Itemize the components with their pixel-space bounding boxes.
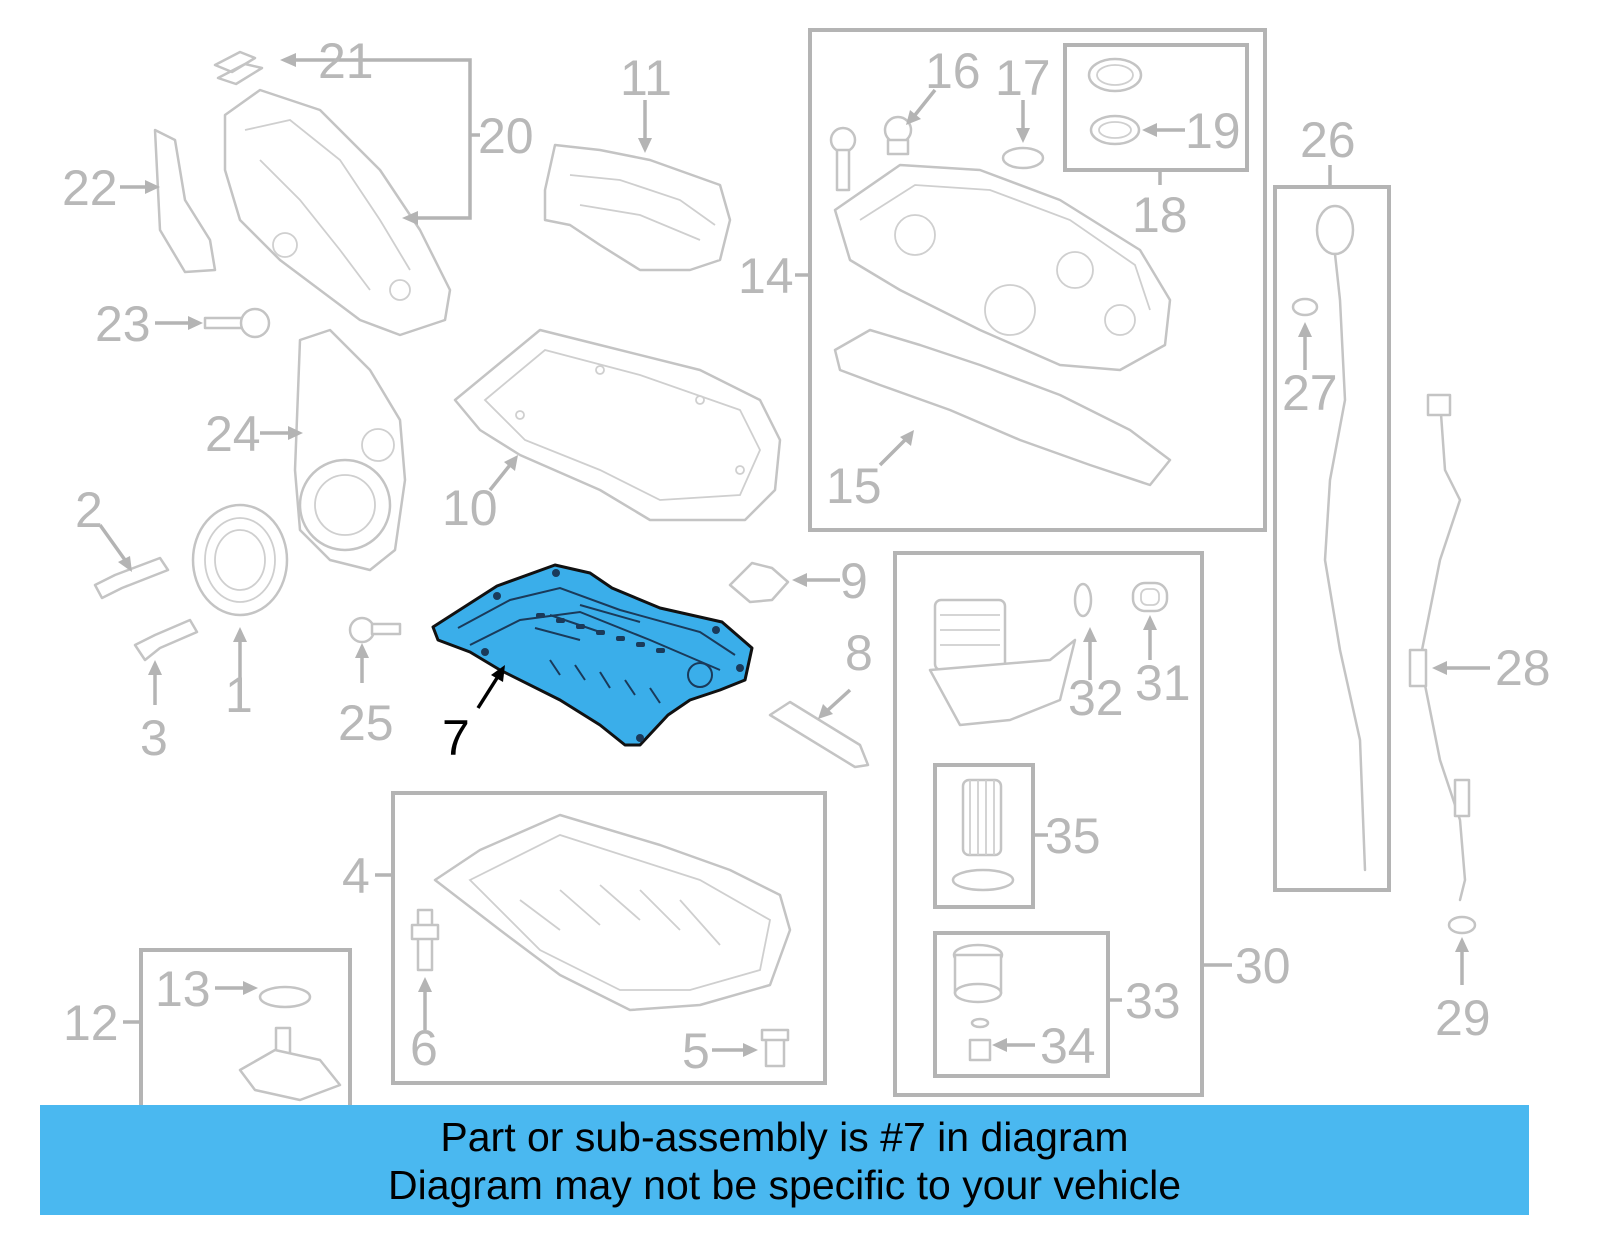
callout-31: 31 xyxy=(1135,655,1191,711)
bolt-part-16 xyxy=(883,115,913,156)
callout-7-highlighted[interactable]: 7 xyxy=(442,710,470,766)
callout-32: 32 xyxy=(1068,670,1124,726)
seal-part-34 xyxy=(968,1017,992,1062)
banner-line-2: Diagram may not be specific to your vehi… xyxy=(387,1162,1181,1208)
callout-20: 20 xyxy=(478,108,534,164)
banner-line-1: Part or sub-assembly is #7 in diagram xyxy=(440,1114,1129,1160)
callout-28: 28 xyxy=(1495,640,1551,696)
info-banner: Part or sub-assembly is #7 in diagram Di… xyxy=(40,1105,1529,1215)
leader-lines xyxy=(98,53,1490,1057)
level-sensor-part-12 xyxy=(238,1026,342,1102)
bolt-part-25 xyxy=(348,616,402,644)
group-box-33 xyxy=(933,931,1110,1078)
seal-part-27 xyxy=(1291,297,1319,317)
o-ring-part-13 xyxy=(258,985,312,1009)
drain-plug-part-5 xyxy=(760,1028,790,1068)
callout-29: 29 xyxy=(1435,990,1491,1046)
callout-18: 18 xyxy=(1132,187,1188,243)
oil-filter-housing-part-30 xyxy=(928,598,1077,727)
bolt-part-3 xyxy=(133,618,199,662)
oil-pan-lower-part-4 xyxy=(433,813,792,1012)
pulley-part-1 xyxy=(191,503,289,617)
group-box-14 xyxy=(808,28,1267,532)
callout-19: 19 xyxy=(1185,103,1241,159)
stud-part-14-bolt xyxy=(829,126,857,192)
group-box-26 xyxy=(1273,185,1391,892)
dipstick-tube-part-28 xyxy=(1408,393,1471,902)
group-box-4 xyxy=(391,791,827,1085)
gasket-part-8 xyxy=(768,700,870,769)
callout-6: 6 xyxy=(410,1020,438,1076)
callout-8: 8 xyxy=(845,625,873,681)
callout-1: 1 xyxy=(225,667,253,723)
filter-cap-part-33 xyxy=(952,943,1004,1004)
callout-26: 26 xyxy=(1300,112,1356,168)
callout-34: 34 xyxy=(1040,1018,1096,1074)
seal-part-32 xyxy=(1073,582,1093,618)
callout-2: 2 xyxy=(75,482,103,538)
callout-27: 27 xyxy=(1282,365,1338,421)
callout-21: 21 xyxy=(318,33,374,89)
manifold-part-11 xyxy=(543,143,732,272)
stud-part-6 xyxy=(410,908,440,972)
timing-cover-upper-part-20 xyxy=(223,88,452,337)
callout-3: 3 xyxy=(140,710,168,766)
callout-10: 10 xyxy=(442,480,498,536)
callout-15: 15 xyxy=(826,458,882,514)
seal-part-29 xyxy=(1447,915,1477,935)
callout-9: 9 xyxy=(840,553,868,609)
group-box-18 xyxy=(1063,43,1249,172)
callout-11: 11 xyxy=(620,50,672,106)
timing-cover-lower-part-24 xyxy=(293,328,407,572)
seal-part-31 xyxy=(1131,581,1169,613)
callout-24: 24 xyxy=(205,406,261,462)
sensor-part-9 xyxy=(728,561,790,604)
seal-part-19 xyxy=(1089,114,1141,146)
callout-30: 30 xyxy=(1235,938,1291,994)
callout-5: 5 xyxy=(682,1023,710,1079)
baffle-part-7-highlighted[interactable] xyxy=(431,563,754,747)
callout-22: 22 xyxy=(62,160,118,216)
valve-cover-part-14 xyxy=(833,163,1172,372)
callout-25: 25 xyxy=(338,695,394,751)
bolt-part-23 xyxy=(203,307,271,339)
group-box-30 xyxy=(893,551,1204,1097)
seal-part-17 xyxy=(1001,146,1045,170)
oil-pan-upper-part-10 xyxy=(453,328,782,522)
seal-part-21 xyxy=(213,50,264,86)
cover-part-22 xyxy=(153,128,217,274)
dipstick-part-26 xyxy=(1315,204,1367,872)
callout-23: 23 xyxy=(95,296,151,352)
callout-4: 4 xyxy=(342,848,370,904)
callout-17: 17 xyxy=(995,50,1051,106)
callout-13: 13 xyxy=(155,961,211,1017)
gasket-part-15 xyxy=(833,328,1172,487)
bolt-part-2 xyxy=(93,556,170,600)
callout-33: 33 xyxy=(1125,973,1181,1029)
oil-filter-part-35 xyxy=(951,778,1015,892)
callout-16: 16 xyxy=(925,43,981,99)
cap-part-18 xyxy=(1087,57,1143,93)
callout-12: 12 xyxy=(63,995,119,1051)
callout-35: 35 xyxy=(1045,808,1101,864)
callout-labels: 21 20 22 23 24 2 1 3 25 11 10 16 17 19 1… xyxy=(62,33,1551,1079)
callout-14: 14 xyxy=(738,248,794,304)
